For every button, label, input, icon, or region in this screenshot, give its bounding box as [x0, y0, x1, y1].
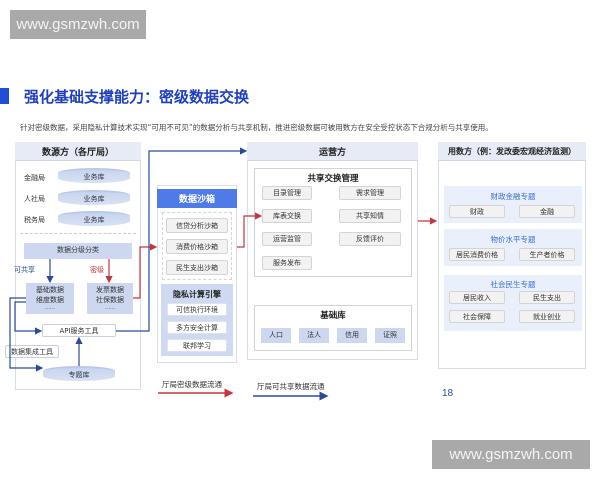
bureau-label: 税务局: [24, 216, 45, 224]
watermark-bottom: www.gsmzwh.com: [432, 440, 590, 469]
source-panel-title: 数源方（各厅局）: [15, 142, 141, 161]
operator-panel-title: 运营方: [247, 142, 418, 161]
data-integration-tool: 数据集成工具: [5, 345, 59, 358]
legend-secret-label: 厅局密级数据流通: [162, 380, 222, 389]
sandbox-item: 民生支出沙箱: [166, 260, 228, 275]
bureau-label: 人社局: [24, 195, 45, 203]
engine-item: 多方安全计算: [167, 321, 227, 334]
base-item: 法人: [299, 328, 329, 343]
secret-tag: 密级: [90, 266, 104, 274]
topic-item: 生产者价格: [519, 248, 575, 261]
divider: [20, 233, 136, 234]
consumer-panel-title: 用数方（例：发改委宏观经济监测）: [438, 142, 586, 161]
legend-shared-label: 厅局可共享数据流通: [257, 382, 325, 391]
shareable-data-box: 基础数据 维度数据 ……: [26, 283, 74, 314]
exchange-item: 共享知情: [339, 209, 401, 223]
base-item: 证照: [375, 328, 405, 343]
engine-item: 联邦学习: [167, 339, 227, 352]
topic-title: 社会民生专题: [490, 280, 536, 289]
base-item: 信用: [337, 328, 367, 343]
secret-data-box: 发票数据 社保数据 ……: [87, 283, 133, 314]
bureau-label: 金融局: [24, 174, 45, 182]
business-db: 业务库: [58, 211, 130, 226]
sandbox-item: 信贷分析沙箱: [166, 218, 228, 233]
secret-item: 发票数据: [96, 286, 124, 295]
topic-item: 社会保障: [449, 310, 505, 323]
exchange-item: 目录管理: [262, 186, 312, 200]
exchange-item: 服务发布: [262, 256, 312, 270]
secret-item: 社保数据: [96, 295, 124, 304]
topic-item: 财政: [449, 205, 505, 218]
base-item: 人口: [261, 328, 291, 343]
topic-item: 居民消费价格: [449, 248, 505, 261]
exchange-item: 需求管理: [339, 186, 401, 200]
engine-item: 可信执行环境: [167, 303, 227, 316]
business-db: 业务库: [58, 190, 130, 205]
secret-item: ……: [105, 304, 115, 311]
watermark-top: www.gsmzwh.com: [10, 10, 146, 39]
exchange-item: 运营监管: [262, 232, 312, 246]
page-number: 18: [442, 388, 454, 399]
topic-item: 就业创业: [519, 310, 575, 323]
exchange-title: 共享交换管理: [307, 174, 359, 184]
exchange-item: 库表交换: [262, 209, 312, 223]
base-library-title: 基础库: [320, 311, 346, 321]
topic-title: 物价水平专题: [490, 235, 536, 244]
business-db: 业务库: [58, 168, 130, 183]
shareable-item: 基础数据: [36, 286, 64, 295]
shareable-item: 维度数据: [36, 295, 64, 304]
privacy-engine-title: 隐私计算引擎: [173, 290, 221, 299]
topic-title: 财政金融专题: [490, 192, 536, 201]
exchange-item: 反馈评价: [339, 232, 401, 246]
topic-item: 金融: [519, 205, 575, 218]
shareable-item: ……: [45, 304, 55, 311]
classify-box: 数据分级分类: [24, 243, 132, 259]
topic-db: 专题库: [43, 366, 115, 381]
title-accent-bar: [0, 88, 9, 104]
page-subtitle: 针对密级数据，采用隐私计算技术实现“可用不可见”的数据分析与共享机制，推进密级数…: [20, 123, 493, 132]
sandbox-title: 数据沙箱: [157, 189, 237, 208]
topic-item: 民生支出: [519, 291, 575, 304]
operator-panel: [247, 142, 418, 360]
topic-item: 居民收入: [449, 291, 505, 304]
shareable-tag: 可共享: [14, 266, 35, 274]
base-library: [254, 305, 412, 351]
page-title: 强化基础支撑能力：密级数据交换: [24, 88, 250, 106]
api-service-tool: API服务工具: [42, 324, 116, 337]
sandbox-item: 消费价格沙箱: [166, 239, 228, 254]
